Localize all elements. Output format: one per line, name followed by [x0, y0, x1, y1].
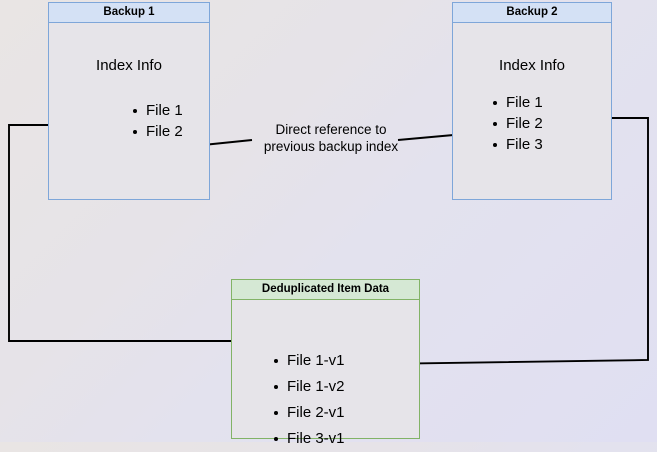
list-item: File 3-v1: [272, 426, 345, 452]
list-item: File 2-v1: [272, 400, 345, 426]
backup1-box[interactable]: Backup 1 Index Info File 1 File 2: [48, 2, 210, 200]
direct-reference-line-1: Direct reference to: [275, 122, 387, 137]
list-item: File 1-v1: [272, 348, 345, 374]
backup2-index-title: Index Info: [499, 57, 565, 74]
dedup-body: File 1-v1 File 1-v2 File 2-v1 File 3-v1: [232, 300, 419, 447]
diagram-canvas: Backup 1 Index Info File 1 File 2 Backup…: [8, 2, 649, 447]
list-item: File 1-v2: [272, 374, 345, 400]
list-item: File 3: [491, 134, 543, 155]
deduplicated-item-data-box[interactable]: Deduplicated Item Data File 1-v1 File 1-…: [231, 279, 420, 447]
backup2-box[interactable]: Backup 2 Index Info File 1 File 2 File 3: [452, 2, 612, 200]
backup2-header: Backup 2: [453, 3, 611, 23]
direct-reference-line-2: previous backup index: [263, 139, 399, 154]
dedup-file-list: File 1-v1 File 1-v2 File 2-v1 File 3-v1: [272, 348, 345, 452]
list-item: File 1: [491, 92, 543, 113]
list-item: File 1: [131, 100, 183, 121]
direct-reference-label: Direct reference to previous backup inde…: [246, 121, 416, 155]
backup1-header: Backup 1: [49, 3, 209, 23]
list-item: File 2: [131, 121, 183, 142]
dedup-header: Deduplicated Item Data: [232, 280, 419, 300]
backup1-body: Index Info File 1 File 2: [49, 23, 209, 199]
backup1-file-list: File 1 File 2: [131, 100, 183, 142]
list-item: File 2: [491, 113, 543, 134]
backup2-body: Index Info File 1 File 2 File 3: [453, 23, 611, 199]
backup1-index-title: Index Info: [96, 57, 162, 74]
backup2-file-list: File 1 File 2 File 3: [491, 92, 543, 155]
